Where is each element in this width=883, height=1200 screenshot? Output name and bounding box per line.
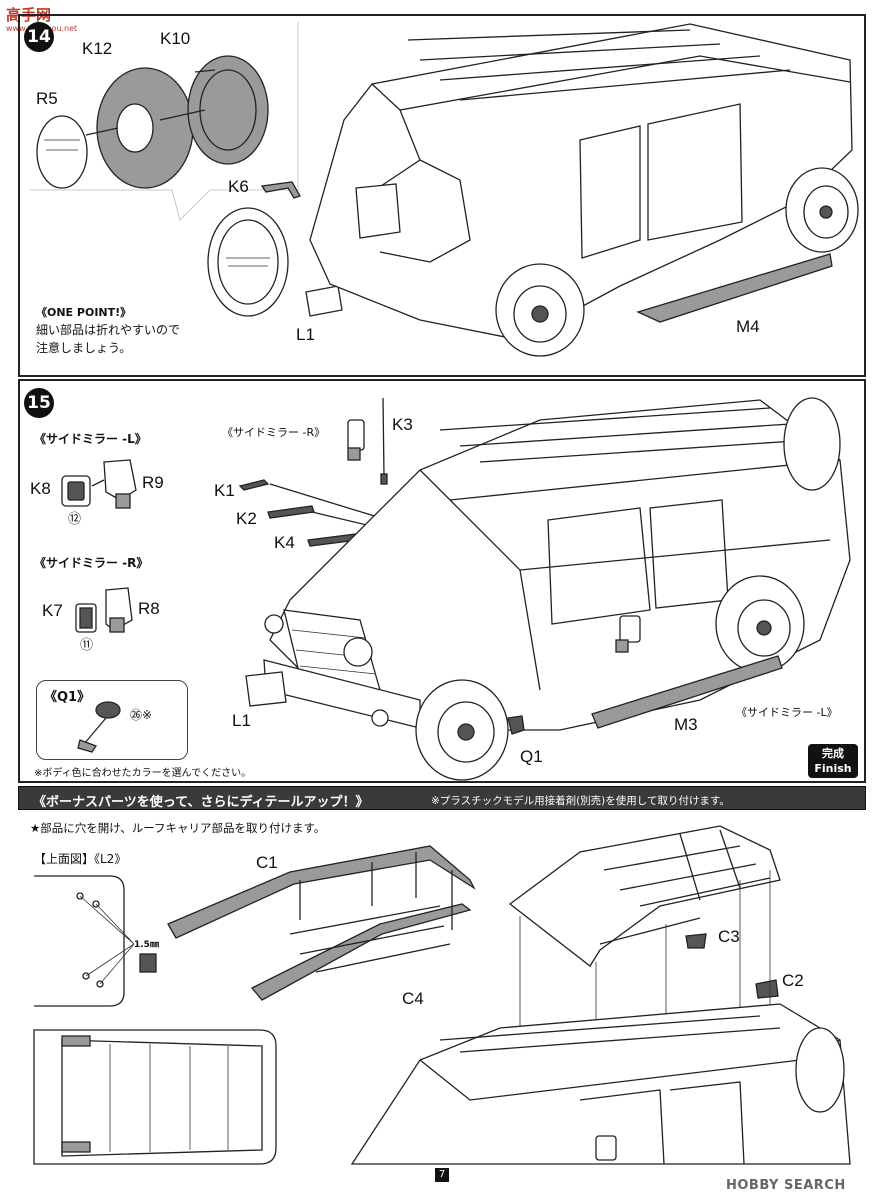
step15-number: 15 xyxy=(24,388,54,418)
mirror-l-callout: 《サイドミラー -L》 xyxy=(736,706,838,719)
circle-12: ⑫ xyxy=(68,512,82,527)
one-point-title: 《ONE POINT!》 xyxy=(36,306,132,319)
label-r8: R8 xyxy=(138,599,160,618)
color-note: ※ボディ色に合わせたカラーを選んでください。 xyxy=(34,768,252,779)
bonus-subtitle: ※プラスチックモデル用接着剤(別売)を使用して取り付けます。 xyxy=(431,795,730,807)
step15-illustration xyxy=(61,397,851,781)
label-k4: K4 xyxy=(274,533,295,552)
label-r5: R5 xyxy=(36,89,58,108)
label-l1-15: L1 xyxy=(232,711,251,730)
label-r9: R9 xyxy=(142,473,164,492)
label-c3: C3 xyxy=(718,927,740,946)
label-k1: K1 xyxy=(214,481,235,500)
circle-26: ㉖※ xyxy=(130,708,153,722)
label-c1: C1 xyxy=(256,853,278,872)
finish-jp: 完成 xyxy=(822,747,844,760)
label-k7: K7 xyxy=(42,601,63,620)
label-c4: C4 xyxy=(402,989,424,1008)
mirror-l-title: 《サイドミラー -L》 xyxy=(34,432,147,446)
one-point-line2: 注意しましょう。 xyxy=(36,341,132,355)
step14-number: 14 xyxy=(24,22,54,52)
step14-illustration xyxy=(30,22,859,357)
label-k3: K3 xyxy=(392,415,413,434)
label-q1: Q1 xyxy=(520,747,543,766)
circle-11: ⑪ xyxy=(80,638,94,653)
q1-box-title: 《Q1》 xyxy=(44,690,91,705)
label-k12: K12 xyxy=(82,39,113,58)
step15-panel xyxy=(18,379,866,783)
bonus-title: 《ボーナスパーツを使って、さらにディテールアップ！》 xyxy=(33,795,369,810)
drill-size: 1.5㎜ xyxy=(134,940,159,951)
q1-detail-box xyxy=(36,680,188,760)
label-k10: K10 xyxy=(160,29,191,48)
label-m3: M3 xyxy=(674,715,698,734)
label-k6: K6 xyxy=(228,177,249,196)
watermark-footer: HOBBY SEARCH xyxy=(726,1178,846,1193)
one-point-line1: 細い部品は折れやすいので xyxy=(36,323,181,337)
step14-panel xyxy=(18,14,866,377)
label-m4: M4 xyxy=(736,317,760,336)
mirror-r-callout: 《サイドミラー -R》 xyxy=(222,426,326,439)
drill-size-value: 1.5 xyxy=(134,940,150,950)
label-k8: K8 xyxy=(30,479,51,498)
label-k2: K2 xyxy=(236,509,257,528)
bonus-instruction: ★部品に穴を開け、ルーフキャリア部品を取り付けます。 xyxy=(30,821,326,835)
drill-size-unit: ㎜ xyxy=(149,940,159,950)
label-c2: C2 xyxy=(782,971,804,990)
bonus-header-bar: 《ボーナスパーツを使って、さらにディテールアップ！》 ※プラスチックモデル用接着… xyxy=(18,786,866,810)
top-view-label: 【上面図】《L2》 xyxy=(34,852,127,866)
page-number: 7 xyxy=(435,1168,449,1182)
finish-badge: 完成 Finish xyxy=(808,744,858,778)
label-l1: L1 xyxy=(296,325,315,344)
finish-en: Finish xyxy=(814,762,852,775)
mirror-r-title: 《サイドミラー -R》 xyxy=(34,556,149,570)
